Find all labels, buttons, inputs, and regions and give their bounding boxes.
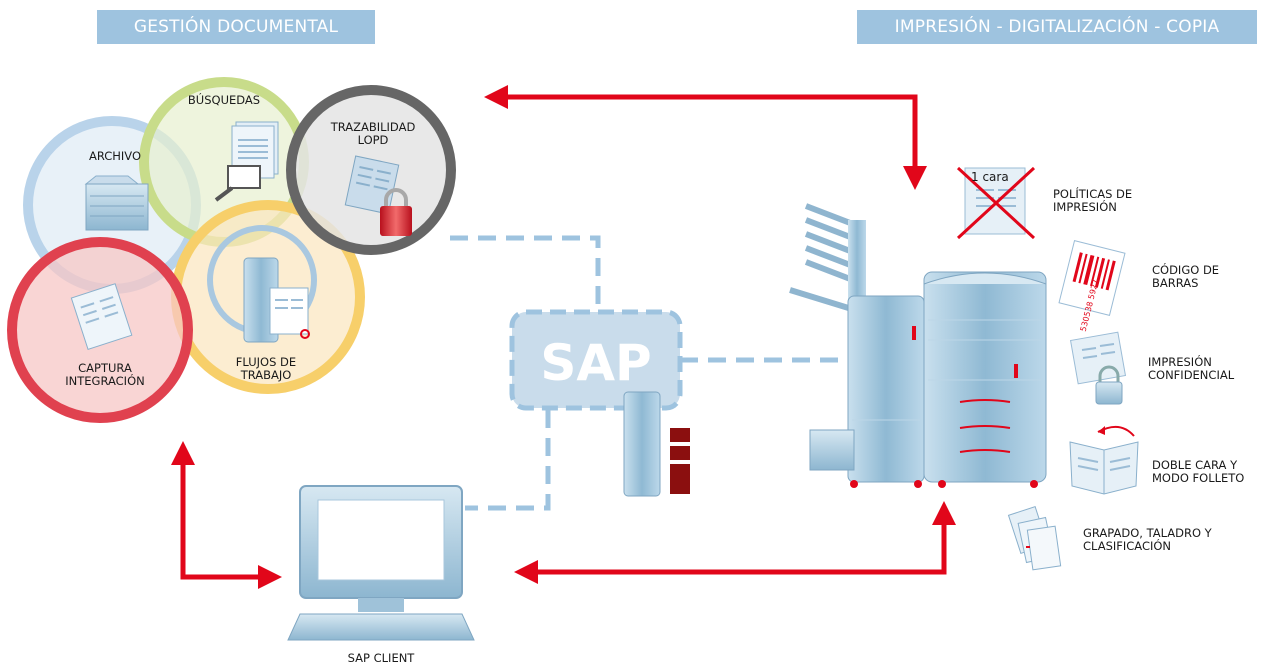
sap-client-monitor	[287, 485, 475, 641]
printer-finisher-trays	[789, 203, 860, 313]
one-side-note: 1 cara	[971, 170, 1009, 184]
arrow-head-left-client	[514, 560, 538, 584]
duplex-booklet-icon	[1069, 425, 1139, 495]
arrow-head-left-modules	[484, 85, 508, 109]
archivo-label: ARCHIVO	[88, 149, 142, 163]
sap-server	[623, 391, 661, 497]
arrow-modules-to-client	[180, 465, 260, 580]
arrow-heads	[171, 85, 956, 589]
link-sap-client	[465, 410, 551, 511]
link-modules-sap	[450, 235, 601, 312]
sap-server-rack	[670, 428, 690, 494]
busquedas-label: BÚSQUEDAS	[187, 93, 261, 107]
staple-punch-sort-icon	[1007, 506, 1062, 571]
sap-label: SAP	[540, 334, 651, 392]
confidential-print-icon	[1069, 331, 1127, 405]
search-document-icon	[214, 121, 279, 202]
arrow-head-up-printer	[932, 501, 956, 525]
arrow-printer-to-client	[536, 523, 947, 575]
sap-system	[509, 309, 690, 497]
arrow-head-down-printer	[903, 166, 927, 190]
gestion-documental-banner: GESTIÓN DOCUMENTAL	[97, 10, 375, 44]
connection-arrows	[180, 94, 947, 580]
arrow-head-right-client	[258, 565, 282, 589]
arrow-head-up-modules	[171, 441, 195, 465]
network-links	[450, 235, 842, 511]
sap-client-label: SAP CLIENT	[347, 651, 415, 665]
capture-document-icon	[70, 283, 133, 351]
sap-box	[509, 309, 683, 411]
mfp-printer	[789, 203, 1047, 488]
one-side-policy-icon	[956, 166, 1036, 240]
archive-icon	[84, 175, 149, 231]
impresion-banner: IMPRESIÓN - DIGITALIZACIÓN - COPIA	[857, 10, 1257, 44]
barcode-icon	[1058, 240, 1126, 316]
document-lock-icon	[344, 155, 412, 236]
arrow-printer-to-modules	[506, 94, 918, 168]
workflow-server-icon	[243, 257, 310, 343]
